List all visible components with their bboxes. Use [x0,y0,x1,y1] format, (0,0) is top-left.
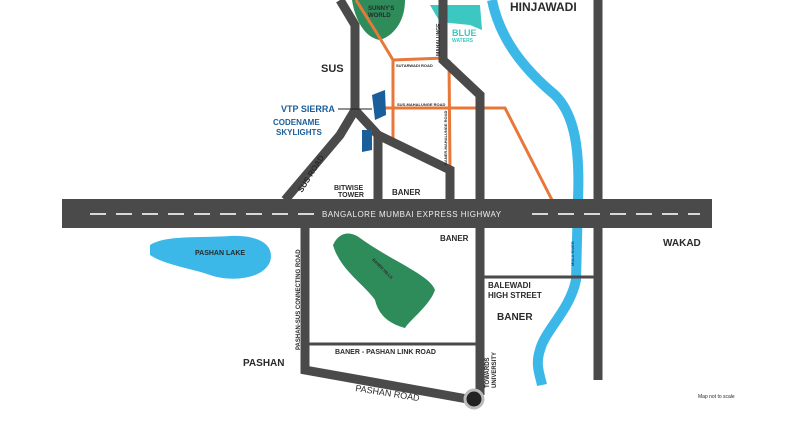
label-baner-top: BANER [392,188,421,197]
pashan-lake [150,235,271,279]
label-not-to-scale: Map not to scale [698,394,735,400]
label-baner-mid: BANER [440,234,469,243]
minor-roads [305,275,598,346]
label-tower: TOWER [338,192,364,199]
label-sus: SUS [321,63,344,75]
label-high-street: HIGH STREET [488,291,542,300]
baner-hills-park [333,233,435,328]
main-roads [281,0,603,405]
sunnys-world-park [352,0,405,40]
label-wakad: WAKAD [663,238,701,249]
label-skylights: SKYLIGHTS [276,128,322,137]
label-small-road-1: SUTARWADI ROAD [396,63,433,68]
label-university: UNIVERSITY [492,352,498,388]
label-small-road-2: SUS-MAHALUNGE ROAD [397,102,446,107]
label-towards: TOWARDS [485,357,491,388]
codename-skylights-project [362,130,372,152]
label-link-road: BANER - PASHAN LINK ROAD [335,349,436,356]
label-hinjawadi: HINJAWADI [510,0,577,14]
label-pashan-sus-road: PASHAN-SUS CONNECTING ROAD [296,249,302,350]
university-marker [463,388,485,410]
label-blue-waters: BLUE [452,28,477,38]
label-blue-waters-2: WATERS [452,38,474,44]
label-bitwise: BITWISE [334,185,363,192]
label-balewadi: BALEWADI [488,281,531,290]
orange-roads [354,0,554,201]
label-sus-road: SUS ROAD [296,153,326,194]
label-pashan-lake: PASHAN LAKE [195,250,245,257]
label-pashan: PASHAN [243,358,284,369]
label-sunnys-world: SUNNY'S [368,6,394,12]
label-river: MULA RIVER [570,241,575,266]
label-small-road-3: BANER-MAHALUNGE ROAD [443,110,448,165]
river [487,0,584,387]
label-vtp-sierra: VTP SIERRA [281,104,335,114]
vtp-sierra-project [372,90,386,120]
label-codename: CODENAME [273,118,320,127]
label-mahalunge: MAHALUNGE [436,23,442,56]
label-highway: BANGALORE MUMBAI EXPRESS HIGHWAY [322,210,502,219]
label-sunnys-world-2: WORLD [368,13,391,19]
label-baner-east: BANER [497,312,533,323]
